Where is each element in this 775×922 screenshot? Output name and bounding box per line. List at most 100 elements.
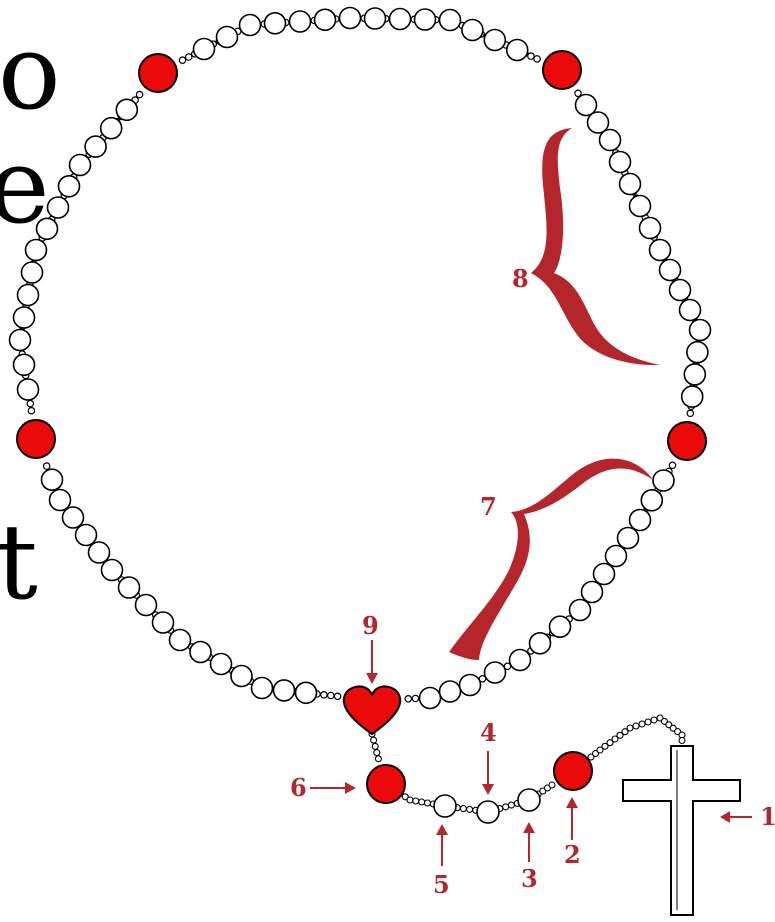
hail-mary-bead: [290, 11, 311, 32]
label-9-text: 9: [362, 611, 379, 640]
label-2-text: 2: [564, 840, 581, 869]
connector-bead: [321, 692, 327, 698]
pendant-chain-bead: [639, 721, 645, 727]
label-5: 5: [433, 824, 450, 899]
pendant-chain-bead: [508, 802, 514, 808]
pendant-bead: [518, 789, 540, 811]
pendant-chain-bead: [407, 797, 413, 803]
hail-mary-bead: [620, 174, 641, 195]
red-bead: [668, 422, 706, 460]
label-3-text: 3: [521, 864, 538, 893]
label-4-text: 4: [480, 718, 497, 747]
hail-mary-bead: [170, 630, 191, 651]
connector-bead: [136, 91, 142, 97]
hail-mary-bead: [640, 218, 661, 239]
hail-mary-bead: [22, 262, 43, 283]
pendant-chain-bead: [371, 737, 377, 743]
hail-mary-bead: [630, 196, 651, 217]
red-bead: [17, 420, 55, 458]
hail-mary-bead: [85, 136, 106, 157]
pendant-chain-bead: [627, 725, 633, 731]
pendant-chain-bead: [633, 723, 639, 729]
hail-mary-bead: [26, 240, 47, 261]
hail-mary-bead: [274, 680, 295, 701]
label-2: 2: [564, 797, 581, 869]
hail-mary-bead: [690, 320, 711, 341]
red-bead: [139, 54, 177, 92]
pendant-chain-bead: [425, 800, 431, 806]
hail-mary-bead: [18, 379, 39, 400]
hail-mary-bead: [59, 176, 80, 197]
pendant-chain-bead: [467, 806, 473, 812]
hail-mary-bead: [600, 130, 621, 151]
connector-bead: [528, 53, 534, 59]
hail-mary-bead: [653, 470, 674, 491]
label-3: 3: [521, 822, 538, 893]
hail-mary-bead: [684, 364, 705, 385]
pendant-chain-bead: [372, 743, 378, 749]
label-9: 9: [362, 611, 379, 684]
hail-mary-bead: [240, 15, 261, 36]
label-6-arrowhead: [345, 782, 356, 794]
hail-mary-bead: [136, 595, 157, 616]
label-7-text: 7: [480, 492, 497, 521]
side-letter-t: t: [0, 501, 38, 623]
hail-mary-bead: [550, 616, 571, 637]
connector-bead: [28, 408, 34, 414]
red-bead: [543, 51, 581, 89]
hail-mary-bead: [14, 307, 35, 328]
pendant-chain-bead: [413, 798, 419, 804]
hail-mary-bead: [420, 688, 441, 709]
connector-bead: [328, 692, 334, 698]
pendant-chain-bead: [645, 719, 651, 725]
hail-mary-bead: [460, 675, 481, 696]
hail-mary-bead: [340, 8, 361, 29]
pendant-chain-bead: [503, 804, 509, 810]
hail-mary-bead: [63, 507, 84, 528]
label-3-arrowhead: [523, 822, 535, 833]
pendant-chain-bead: [419, 799, 425, 805]
hail-mary-bead: [462, 20, 483, 41]
red-bead: [367, 765, 405, 803]
connector-bead: [534, 56, 540, 62]
connector-bead: [334, 693, 340, 699]
label-9-arrowhead: [366, 673, 378, 684]
hail-mary-bead: [37, 218, 58, 239]
hail-mary-bead: [530, 633, 551, 654]
pendant-chain-bead: [549, 782, 555, 788]
connector-bead: [179, 57, 185, 63]
heart-centerpiece: [344, 686, 401, 734]
red-bead: [554, 752, 592, 790]
connector-bead: [412, 695, 418, 701]
hail-mary-bead: [76, 525, 97, 546]
hail-mary-bead: [194, 39, 215, 60]
side-letter-o: o: [0, 11, 61, 133]
connector-bead: [669, 462, 675, 468]
hail-mary-bead: [641, 490, 662, 511]
hail-mary-bead: [10, 330, 31, 351]
crucifix: [623, 746, 740, 915]
hail-mary-bead: [190, 642, 211, 663]
pendant-bead: [434, 795, 456, 817]
hail-mary-bead: [211, 654, 232, 675]
hail-mary-bead: [116, 99, 137, 120]
connector-bead: [27, 400, 33, 406]
hail-mary-bead: [606, 546, 627, 567]
hail-mary-bead: [440, 681, 461, 702]
pendant-chain-bead: [651, 717, 657, 723]
hail-mary-bead: [610, 152, 631, 173]
hail-mary-bead: [296, 682, 317, 703]
hail-mary-bead: [42, 469, 63, 490]
label-6-text: 6: [290, 773, 307, 802]
pendant-chain-bead: [374, 750, 380, 756]
label-5-arrowhead: [436, 824, 448, 835]
label-1: 1: [720, 802, 775, 831]
hail-mary-bead: [119, 577, 140, 598]
hail-mary-bead: [670, 280, 691, 301]
label-8: 8: [512, 264, 529, 293]
hail-mary-bead: [680, 300, 701, 321]
hail-mary-bead: [682, 386, 703, 407]
connector-bead: [687, 410, 693, 416]
hail-mary-bead: [510, 650, 531, 671]
